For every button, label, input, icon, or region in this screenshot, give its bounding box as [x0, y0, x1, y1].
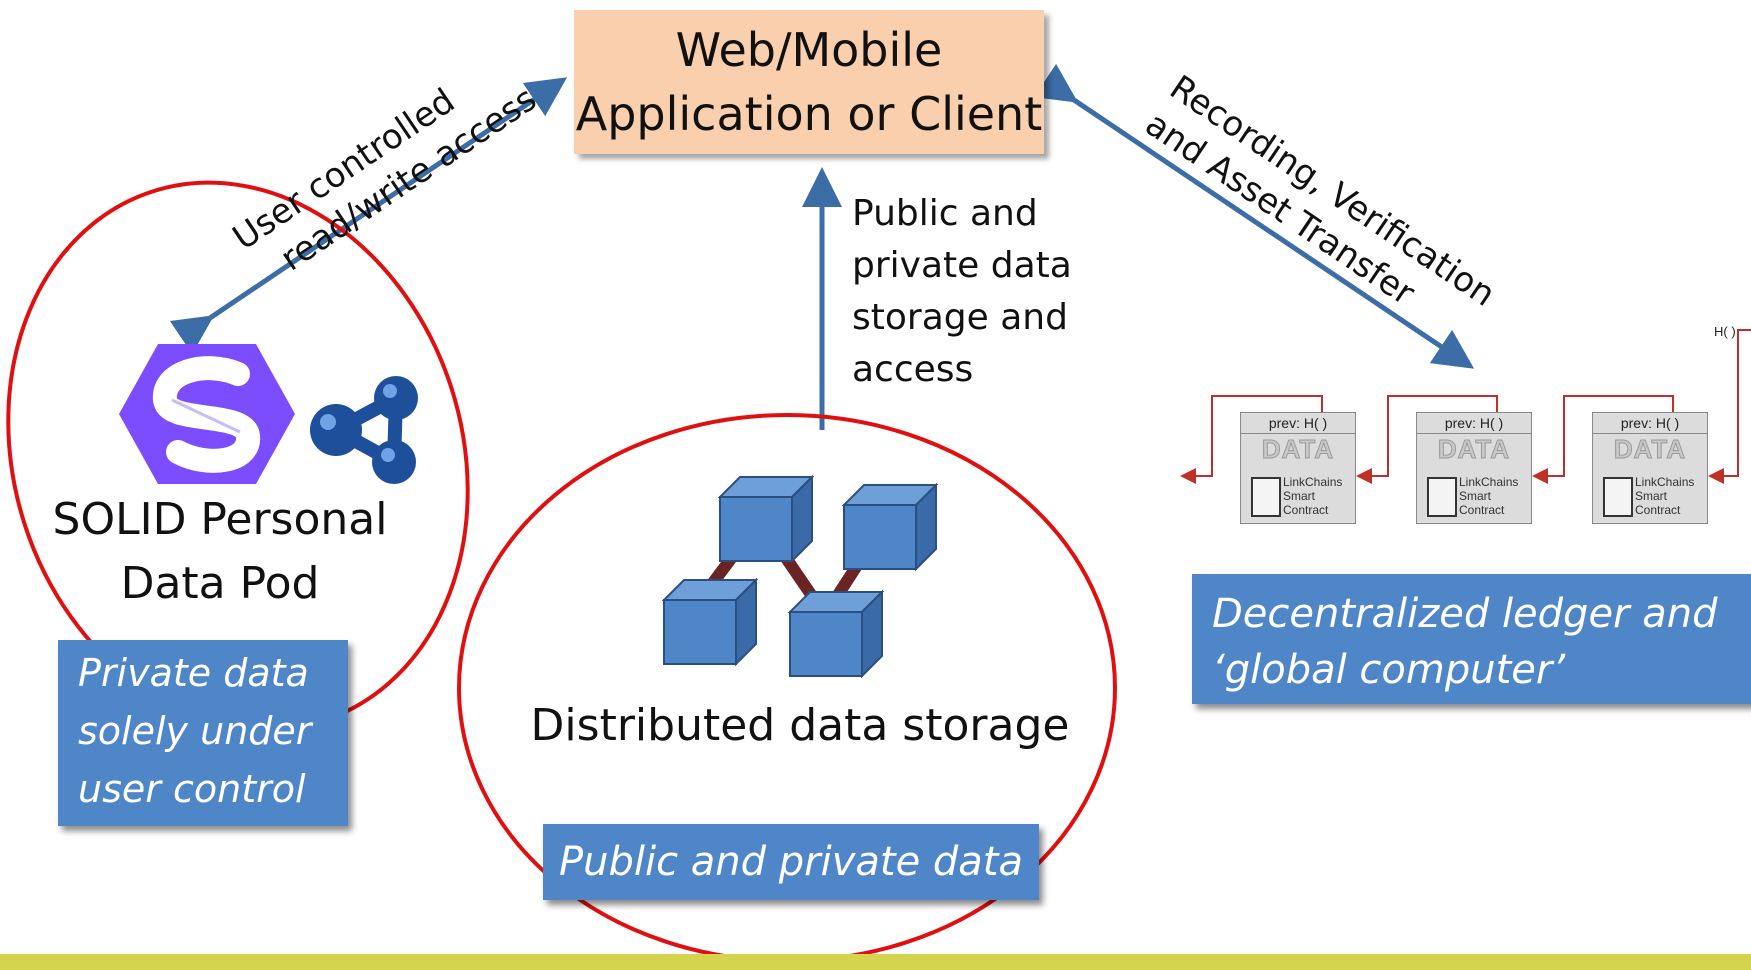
- client-line1: Web/Mobile: [675, 23, 943, 77]
- block-sc-line2: Smart: [1283, 489, 1316, 503]
- ledger-info-box: Decentralized ledger and ‘global compute…: [1192, 574, 1751, 704]
- center-arrow-label-line2: private data: [852, 245, 1072, 286]
- edge-hash-label: H( ): [1714, 324, 1736, 339]
- rdf-network-icon: [310, 376, 418, 484]
- smart-contract-icon: [1603, 477, 1633, 517]
- block-sc-line1: LinkChains: [1459, 475, 1519, 489]
- pod-box-line2: solely under: [78, 709, 312, 753]
- solid-logo-icon: [119, 344, 295, 484]
- block-sc-line2: Smart: [1635, 489, 1668, 503]
- chain-links: [1180, 329, 1751, 484]
- block-sc-line2: Smart: [1459, 489, 1492, 503]
- storage-label: Distributed data storage: [530, 700, 1070, 751]
- block-header: prev: H( ): [1417, 413, 1531, 434]
- center-arrow-label-line1: Public and: [852, 193, 1038, 234]
- block-sc-line3: Contract: [1283, 503, 1329, 517]
- block-header: prev: H( ): [1241, 413, 1355, 434]
- pod-info-box: Private data solely under user control: [58, 640, 348, 826]
- block-smart-contract: LinkChains Smart Contract: [1635, 475, 1694, 517]
- block-data-label: DATA: [1261, 434, 1335, 465]
- center-arrow-label-line4: access: [852, 349, 974, 390]
- block-header: prev: H( ): [1593, 413, 1707, 434]
- smart-contract-icon: [1427, 477, 1457, 517]
- ledger-block-3: prev: H( ) DATA LinkChains Smart Contrac…: [1592, 412, 1708, 524]
- block-smart-contract: LinkChains Smart Contract: [1459, 475, 1518, 517]
- cube-network-icon: [661, 474, 939, 679]
- pod-box-line1: Private data: [78, 651, 309, 695]
- client-box: Web/Mobile Application or Client: [574, 10, 1044, 154]
- right-arrow: [1033, 63, 1475, 369]
- block-sc-line1: LinkChains: [1283, 475, 1343, 489]
- footer-bar: [0, 954, 1751, 970]
- ledger-block-1: prev: H( ) DATA LinkChains Smart Contrac…: [1240, 412, 1356, 524]
- block-smart-contract: LinkChains Smart Contract: [1283, 475, 1342, 517]
- client-line2: Application or Client: [575, 87, 1043, 141]
- center-arrow-label-line3: storage and: [852, 297, 1068, 338]
- pod-box-line3: user control: [78, 767, 306, 811]
- block-sc-line3: Contract: [1635, 503, 1681, 517]
- pod-label: SOLID Personal Data Pod: [40, 488, 400, 616]
- pod-label-line1: SOLID Personal: [52, 494, 388, 545]
- pod-label-line2: Data Pod: [120, 558, 320, 609]
- ledger-block-2: prev: H( ) DATA LinkChains Smart Contrac…: [1416, 412, 1532, 524]
- block-sc-line3: Contract: [1459, 503, 1505, 517]
- block-data-label: DATA: [1437, 434, 1511, 465]
- smart-contract-icon: [1251, 477, 1281, 517]
- block-sc-line1: LinkChains: [1635, 475, 1695, 489]
- center-arrow-label: Public and private data storage and acce…: [852, 188, 1072, 396]
- storage-info-box: Public and private data: [543, 824, 1039, 900]
- block-data-label: DATA: [1613, 434, 1687, 465]
- ledger-box-line1: Decentralized ledger and: [1212, 591, 1718, 637]
- ledger-box-line2: ‘global computer’: [1212, 647, 1566, 693]
- left-arrow: [169, 77, 568, 355]
